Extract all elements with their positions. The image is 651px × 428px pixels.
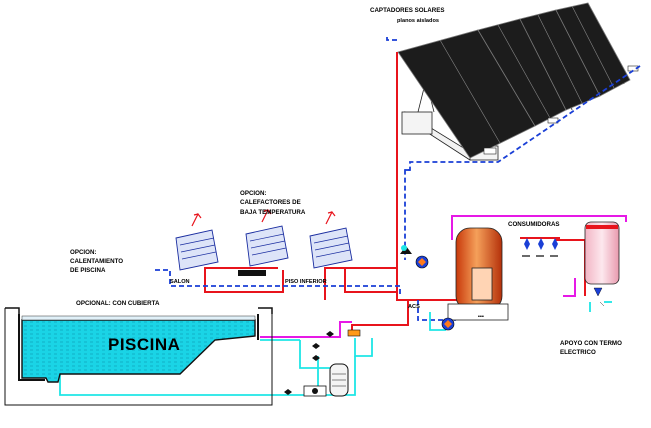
room-salon-label: SALON: [170, 279, 190, 285]
svg-text:▪▪▪: ▪▪▪: [478, 314, 484, 320]
solar-pump-group: [400, 245, 429, 269]
solar-collectors-label: CAPTADORES SOLARES: [370, 7, 445, 14]
small-tag-label: ACS: [408, 304, 420, 310]
electric-backup-boiler: [584, 221, 620, 307]
swimming-pool: [4, 307, 273, 406]
hot-supply-pipe: [204, 52, 586, 333]
room-piso-inferior-label: PISO INFERIOR: [285, 279, 327, 285]
backup-label-2: ELECTRICO: [560, 349, 596, 356]
pool-circuit-pipe: [59, 301, 612, 396]
option-heaters-label-3: BAJA TEMPERATURA: [240, 209, 306, 216]
solar-collector-array: [397, 2, 639, 161]
fan-coil-heater-piso-inferior: [309, 210, 353, 269]
option-pool-label-3: DE PISCINA: [70, 267, 106, 274]
fan-coil-heater-2: [238, 208, 289, 276]
pool-heat-exchanger: [312, 329, 361, 361]
option-heaters-label-1: OPCION:: [240, 190, 266, 197]
solar-storage-tank: ▪▪▪: [447, 227, 509, 321]
fan-coil-heater-salon: [175, 212, 219, 271]
solar-collectors-sublabel: planos aislados: [397, 18, 439, 24]
consumption-points: [520, 237, 560, 257]
optional-cover-label: OPCIONAL: CON CUBIERTA: [76, 300, 160, 307]
consumption-label: CONSUMIDORAS: [508, 221, 560, 228]
pool-name-label: PISCINA: [108, 335, 180, 354]
pool-exchanger-pump: [441, 317, 455, 331]
option-heaters-label-2: CALEFACTORES DE: [240, 199, 301, 206]
recirculation-pipe: [260, 215, 627, 338]
pool-filter-group: [284, 363, 349, 397]
option-pool-label-2: CALENTAMIENTO: [70, 258, 123, 265]
option-pool-label-1: OPCION:: [70, 249, 96, 256]
backup-label-1: APOYO CON TERMO: [560, 340, 622, 347]
